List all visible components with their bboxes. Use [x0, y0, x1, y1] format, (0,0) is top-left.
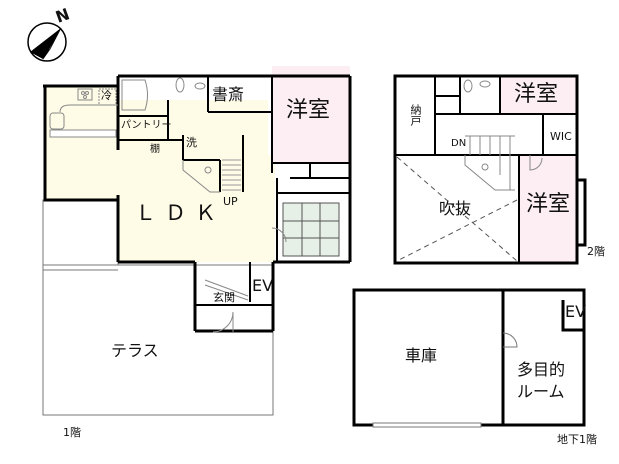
north-arrow-icon	[27, 22, 67, 62]
room-label-multipurpose-line2: ルーム	[517, 382, 565, 401]
floor1-plan	[42, 66, 352, 416]
floor-label-2f: 2階	[587, 245, 605, 258]
room-label-pantry: パントリー	[121, 120, 172, 131]
room-label-entrance: 玄関	[213, 291, 235, 304]
room-label-western-room-2f-1: 洋室	[514, 82, 559, 107]
room-label-elevator-b1: EV	[565, 302, 587, 321]
room-label-terrace: テラス	[111, 341, 159, 360]
floor-label-b1: 地下1階	[557, 433, 597, 446]
room-label-study: 書斎	[212, 85, 245, 104]
room-label-shelf: 棚	[150, 144, 160, 155]
room-label-atrium: 吹抜	[439, 199, 472, 218]
stairs-up-label: UP	[223, 195, 238, 208]
stairs-down-label: DN	[451, 138, 467, 149]
floor2-plan	[393, 74, 587, 265]
room-label-storage: 納戸	[409, 104, 422, 126]
basement-plan	[352, 288, 586, 428]
room-label-walk-in-closet: WIC	[550, 130, 572, 143]
room-label-elevator-1f: EV	[252, 276, 274, 295]
room-label-western-room-1f: 洋室	[286, 98, 331, 123]
room-label-garage: 車庫	[405, 346, 438, 365]
room-label-multipurpose-line1: 多目的	[517, 360, 566, 379]
room-label-ldk: ＬＤＫ	[135, 201, 225, 225]
room-label-laundry: 洗	[186, 136, 197, 149]
floor-label-1f: 1階	[63, 426, 81, 439]
refrigerator-label: 冷	[101, 89, 112, 102]
room-label-western-room-2f-2: 洋室	[526, 192, 571, 217]
